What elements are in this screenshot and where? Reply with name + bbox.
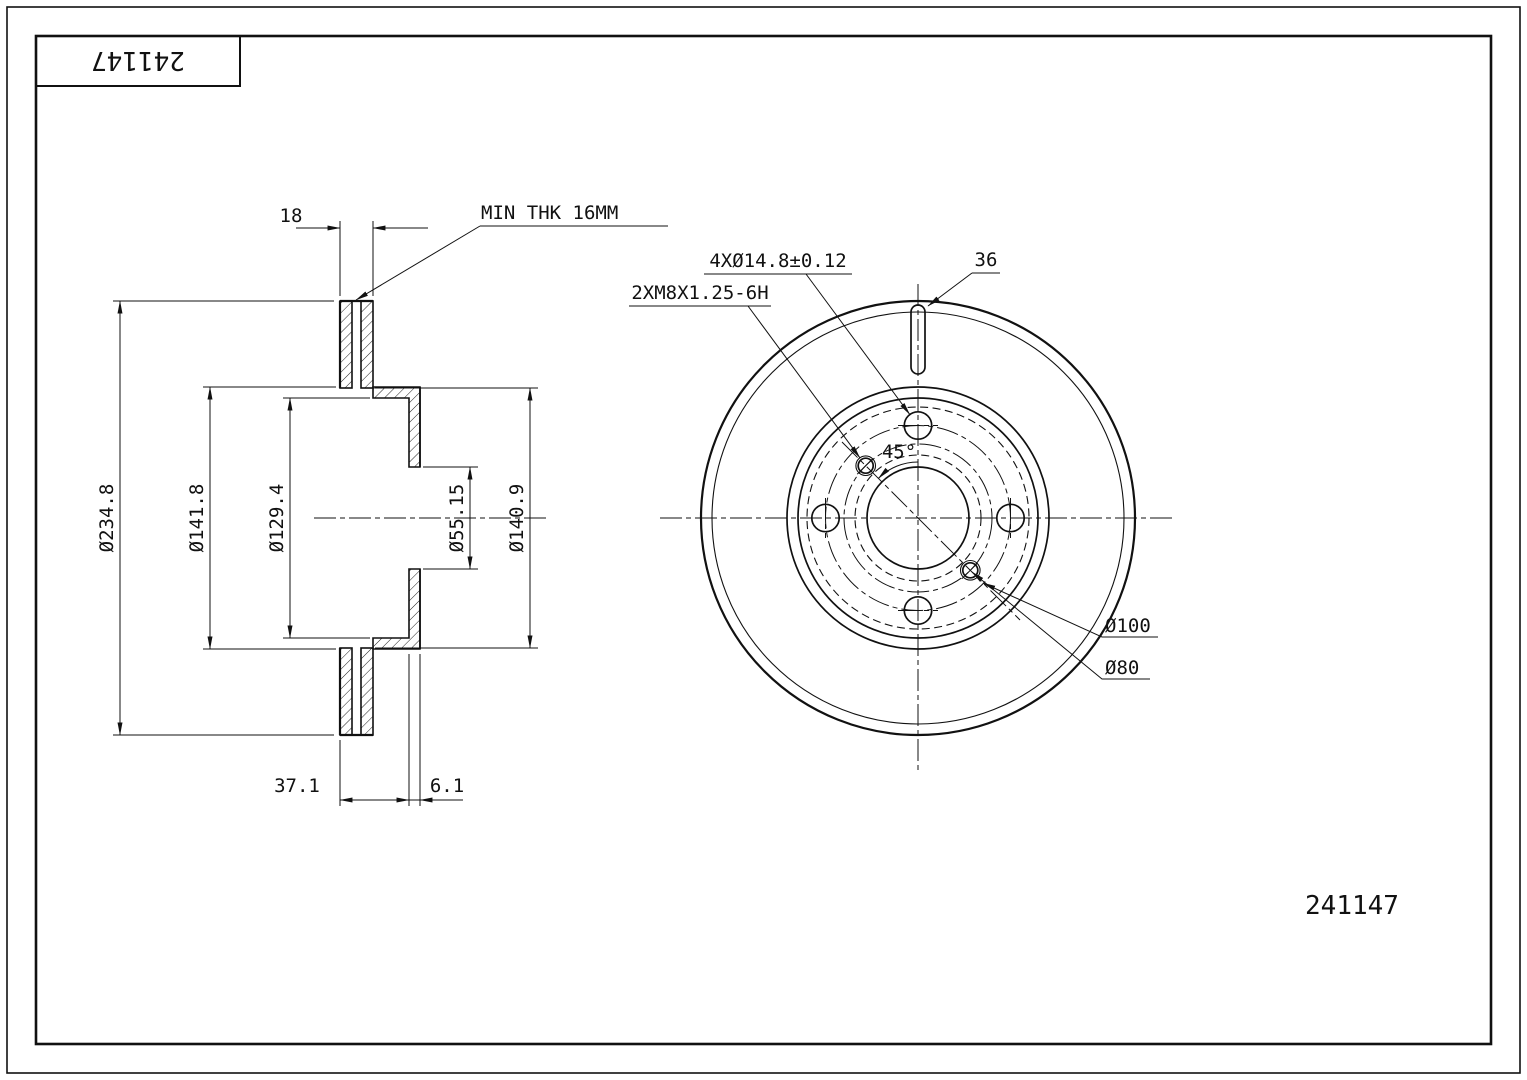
section-view — [314, 299, 548, 737]
front-view-annotations: 4XØ14.8±0.12 2XM8X1.25-6H 36 45° Ø100 Ø8… — [629, 249, 1158, 680]
title-block-part-number: 241147 — [91, 45, 185, 75]
dim-bolt-circle-diameter: Ø100 — [1105, 615, 1151, 637]
ring-plate-inboard-upper — [360, 300, 374, 389]
note-min-thickness: MIN THK 16MM — [481, 202, 618, 224]
dim-outer-diameter: Ø234.8 — [96, 484, 118, 553]
ring-plate-inboard-lower — [360, 647, 374, 736]
dim-friction-inner-diameter: Ø140.9 — [506, 484, 528, 553]
front-centerline-diagonal — [841, 441, 1021, 621]
dim-flange-thickness: 6.1 — [430, 775, 464, 797]
vent-slot — [910, 304, 926, 375]
part-number: 241147 — [1305, 891, 1399, 921]
sheet-border — [6, 6, 1521, 1074]
dim-thickness: 18 — [280, 205, 303, 227]
hat-section-upper — [372, 386, 421, 468]
ring-plate-outboard-upper — [339, 300, 353, 389]
ring-plate-outboard-lower — [339, 647, 353, 736]
dim-thread-circle-diameter: Ø80 — [1105, 657, 1139, 679]
note-bolt-hole-spec: 4XØ14.8±0.12 — [709, 250, 846, 272]
dim-slot-length: 36 — [975, 249, 998, 271]
hat-section-lower — [372, 568, 421, 650]
dim-overall-height: 37.1 — [274, 775, 320, 797]
bolt-holes — [810, 410, 1026, 626]
dim-hole-angle: 45° — [882, 441, 916, 463]
dim-hat-step-diameter: Ø129.4 — [266, 484, 288, 553]
section-view-dimensions: 18 MIN THK 16MM Ø234.8 Ø141.8 Ø129.4 Ø55… — [96, 202, 668, 806]
dim-bore-diameter: Ø55.15 — [446, 484, 468, 553]
title-block: 241147 — [35, 35, 241, 87]
threaded-holes — [855, 455, 981, 581]
dim-flange-outer-diameter: Ø141.8 — [186, 484, 208, 553]
front-view — [660, 284, 1176, 772]
note-thread-spec: 2XM8X1.25-6H — [631, 282, 768, 304]
